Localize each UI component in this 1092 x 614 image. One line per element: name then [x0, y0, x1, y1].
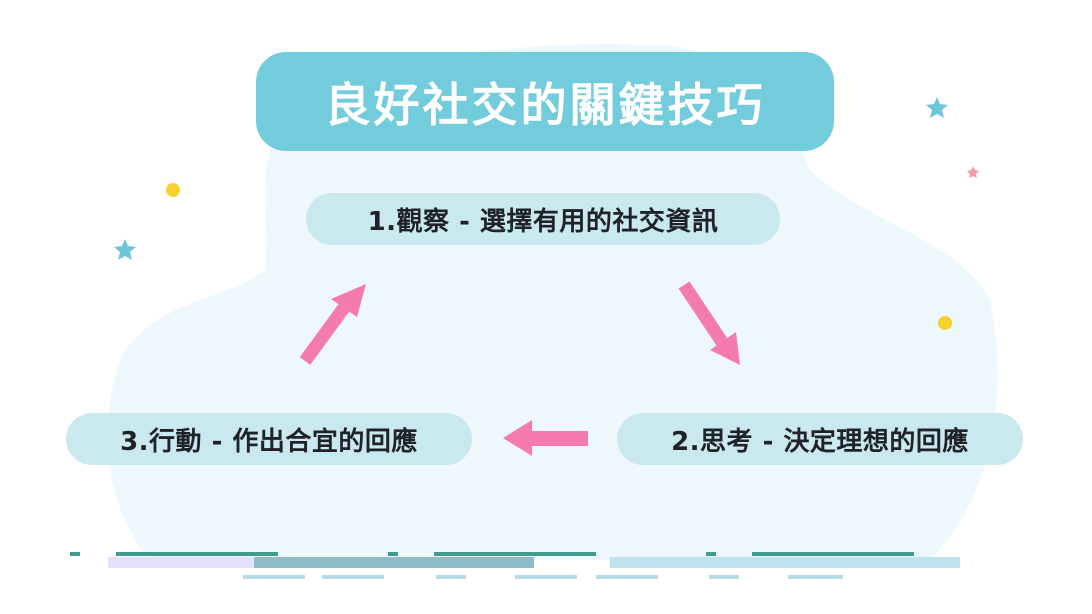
- step-think-pill: 2.思考 - 決定理想的回應: [617, 413, 1023, 465]
- dot-icon: [166, 183, 180, 197]
- step-observe-pill: 1.觀察 - 選擇有用的社交資訊: [306, 193, 780, 245]
- arrow-icon: [503, 420, 588, 456]
- diagram-title: 良好社交的關鍵技巧: [256, 52, 834, 151]
- star-icon: [114, 239, 136, 260]
- star-icon: [967, 166, 979, 178]
- arrow-icon: [299, 284, 366, 365]
- step-act-label: 3.行動 - 作出合宜的回應: [120, 426, 418, 457]
- star-icon: [926, 97, 948, 118]
- diagram-title-text: 良好社交的關鍵技巧: [324, 77, 766, 132]
- dot-icon: [938, 316, 952, 330]
- step-think-label: 2.思考 - 決定理想的回應: [671, 426, 969, 457]
- arrow-icon: [678, 281, 740, 365]
- step-observe-label: 1.觀察 - 選擇有用的社交資訊: [367, 206, 719, 237]
- ground-stripes: [70, 552, 960, 579]
- step-act-pill: 3.行動 - 作出合宜的回應: [66, 413, 472, 465]
